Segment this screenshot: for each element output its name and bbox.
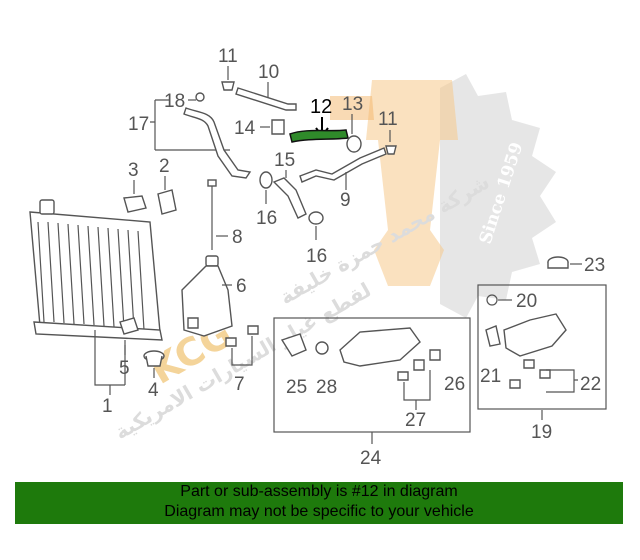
o-ring-20-part [486,294,498,306]
clamp-16b-part [308,211,324,225]
clip-11-part [221,81,235,91]
watermark-piston-icon [366,80,458,286]
hose-12-part-highlighted [289,129,349,143]
leader-27 [403,370,431,410]
callout-18: 18 [164,91,185,112]
callout-9: 9 [340,190,351,211]
hose-10-part [235,87,297,111]
callout-10: 10 [258,62,279,83]
callout-26: 26 [444,374,465,395]
callout-16a: 16 [256,208,277,229]
clamp-14-part [271,119,285,135]
callout-11b: 11 [378,109,398,130]
callout-8: 8 [232,227,243,248]
callout-12: 12 [310,96,332,118]
callout-13: 13 [342,94,363,115]
bolts-7-part [225,325,259,347]
callout-25: 25 [286,377,307,398]
callout-28: 28 [316,377,337,398]
callout-15: 15 [274,150,295,171]
callout-6: 6 [236,276,247,297]
dipstick-8-part [207,179,217,250]
leader-17 [150,99,230,151]
callout-16b: 16 [306,246,327,267]
callout-2: 2 [159,156,170,177]
callout-4: 4 [148,380,159,401]
overflow-hose-part [183,92,252,179]
reservoir-6-part [181,255,233,337]
callout-22: 22 [580,374,601,395]
caption-bar: Part or sub-assembly is #12 in diagram D… [15,482,623,524]
assembly-19-box [477,284,607,410]
callout-19: 19 [531,422,552,443]
callout-1: 1 [102,396,113,417]
thermostat-housing-part [280,327,441,381]
watermark-gear [440,74,556,318]
bracket-2-part [157,189,177,215]
radiator-part [29,199,163,341]
water-outlet-part [485,313,567,389]
leader-22 [546,369,578,393]
watermark-piston-band [330,96,374,120]
callout-3: 3 [128,160,139,181]
callout-11a: 11 [218,46,238,67]
bracket-3-part [123,195,147,213]
callout-20: 20 [516,291,537,312]
hose-15-part [272,177,307,219]
callout-23: 23 [584,255,605,276]
callout-5: 5 [119,358,130,379]
callout-27: 27 [405,410,426,431]
caption-line-1: Part or sub-assembly is #12 in diagram [180,483,458,500]
clamp-16a-part [259,171,273,189]
callout-7: 7 [234,374,245,395]
callout-14: 14 [234,118,256,139]
callout-17: 17 [128,114,149,135]
clip-11b-part [385,145,397,155]
callout-24: 24 [360,448,382,469]
leader-7 [231,336,253,366]
cap-23-part [547,256,569,269]
radiator-cap-part [143,350,165,367]
callout-21: 21 [480,366,501,387]
caption-line-2: Diagram may not be specific to your vehi… [164,503,474,520]
hose-9-part [299,147,387,183]
clamp-13-part [346,135,362,153]
